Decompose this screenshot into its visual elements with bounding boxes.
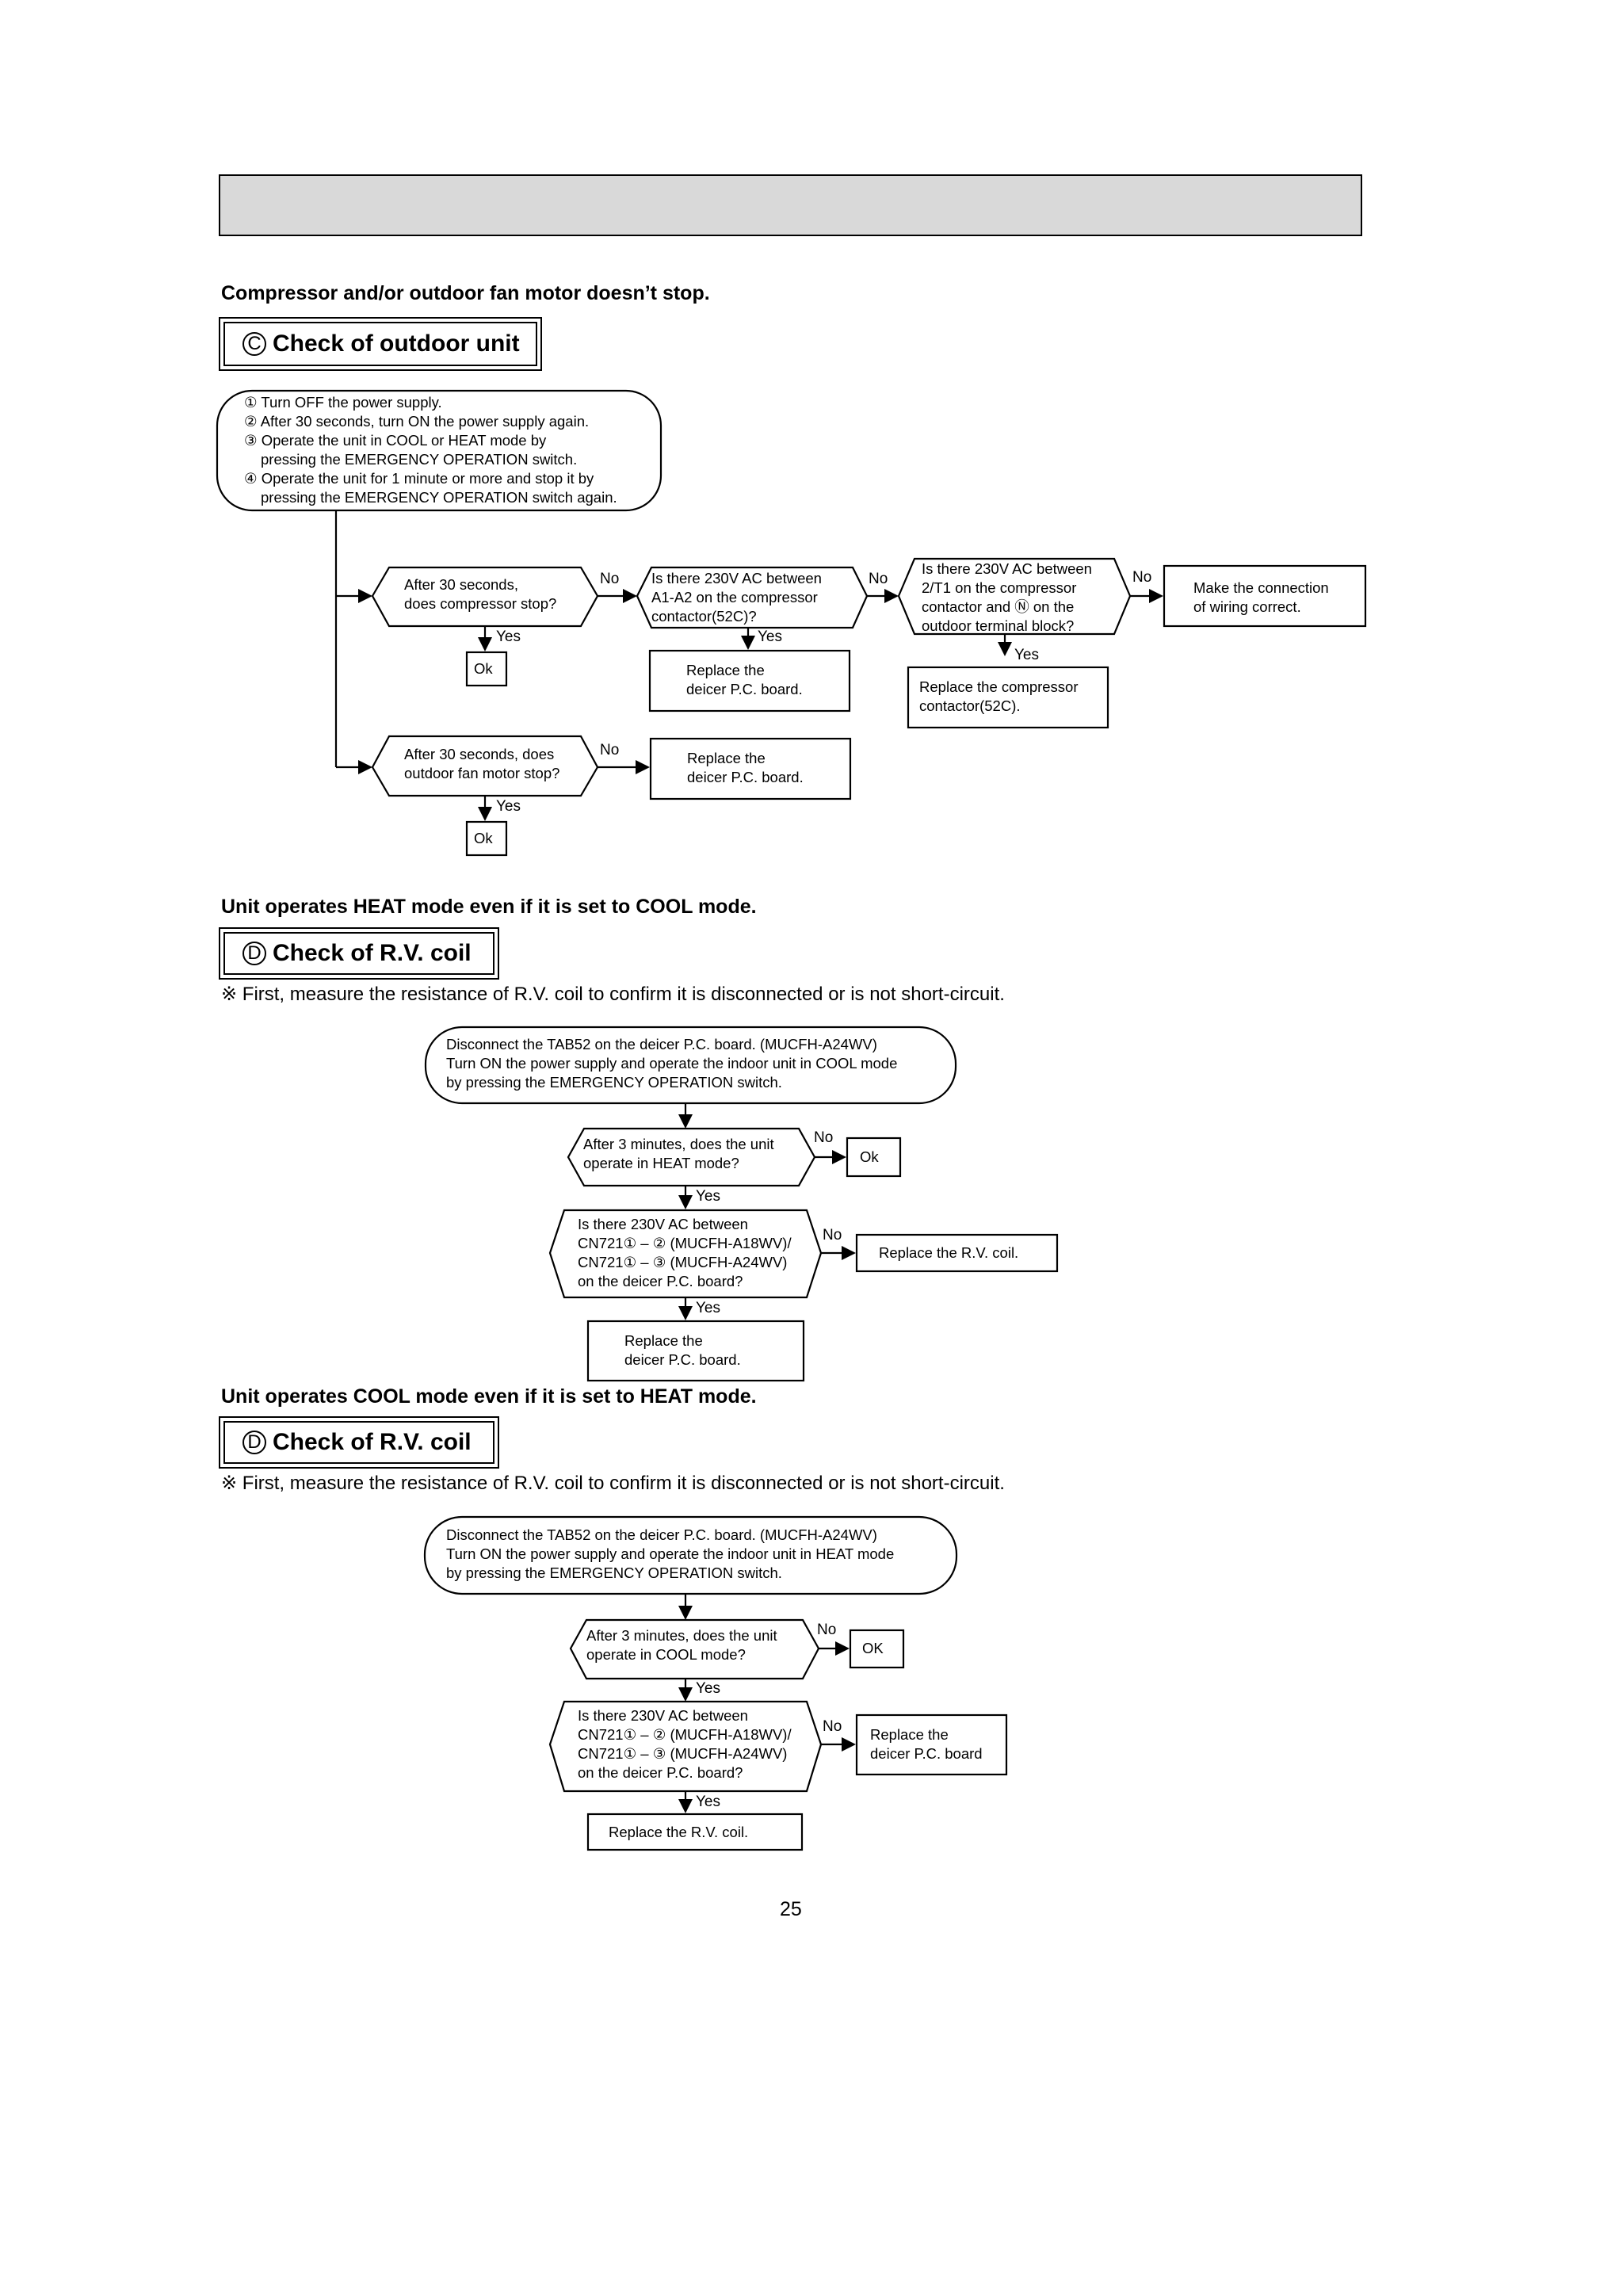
decision-compressor-stop-text: After 30 seconds, does compressor stop? <box>404 576 557 612</box>
result-ok-2-box <box>465 820 508 857</box>
section-d1-heading: Unit operates HEAT mode even if it is se… <box>221 896 757 918</box>
d2-result-replace-deicer-box <box>855 1713 1008 1776</box>
result-replace-contactor: Replace the compressor contactor(52C). <box>919 678 1079 714</box>
result-replace-deicer-1: Replace the deicer P.C. board. <box>686 662 803 697</box>
label-no: No <box>600 742 620 758</box>
section-d1-title: Check of R.V. coil <box>273 940 472 966</box>
label-no: No <box>823 1227 842 1244</box>
label-yes: Yes <box>758 628 782 645</box>
label-yes: Yes <box>1014 647 1039 663</box>
result-wiring: Make the connection of wiring correct. <box>1193 579 1329 615</box>
d1-result-ok: Ok <box>860 1148 879 1165</box>
label-yes: Yes <box>696 1300 720 1316</box>
decision-2t1-text: Is there 230V AC between 2/T1 on the com… <box>922 560 1092 634</box>
result-replace-deicer-1-box <box>648 649 851 712</box>
start-steps-text: ① Turn OFF the power supply. ② After 30 … <box>244 394 617 506</box>
decision-cool-mode-text: After 3 minutes, does the unit operate i… <box>586 1627 777 1663</box>
circled-letter-d: D <box>242 1431 266 1454</box>
page-number: 25 <box>780 1898 802 1920</box>
label-yes: Yes <box>696 1794 720 1810</box>
label-no: No <box>814 1129 834 1146</box>
section-d2-title-box: D Check of R.V. coil <box>219 1416 499 1469</box>
circled-letter-d: D <box>242 942 266 965</box>
label-no: No <box>823 1718 842 1735</box>
label-yes: Yes <box>496 628 521 645</box>
label-no: No <box>869 571 888 587</box>
section-c-title: Check of outdoor unit <box>273 330 520 357</box>
start-d2-text: Disconnect the TAB52 on the deicer P.C. … <box>446 1526 895 1581</box>
d1-result-replace-rv: Replace the R.V. coil. <box>879 1244 1019 1261</box>
result-ok-1: Ok <box>474 660 493 677</box>
d2-result-replace-rv-box <box>586 1813 804 1851</box>
header-band <box>219 174 1362 236</box>
result-wiring-box <box>1163 564 1367 628</box>
decision-cn721-d2-text: Is there 230V AC between CN721① – ② (MUC… <box>578 1707 792 1781</box>
d2-result-ok-box <box>849 1629 905 1669</box>
start-box-c <box>216 389 662 512</box>
d2-result-ok: OK <box>862 1640 884 1656</box>
section-d2-heading: Unit operates COOL mode even if it is se… <box>221 1385 757 1408</box>
circled-letter-c: C <box>242 332 266 356</box>
label-yes: Yes <box>496 798 521 815</box>
d1-result-replace-deicer-box <box>586 1320 805 1382</box>
section-d1-title-box: D Check of R.V. coil <box>219 927 499 980</box>
label-no: No <box>817 1622 837 1638</box>
start-box-d2 <box>423 1515 958 1595</box>
section-d1-note: ※ First, measure the resistance of R.V. … <box>221 984 1005 1005</box>
decision-a1a2-text: Is there 230V AC between A1-A2 on the co… <box>651 570 822 625</box>
result-replace-deicer-2-box <box>649 737 852 800</box>
d2-result-replace-deicer: Replace the deicer P.C. board <box>870 1726 983 1762</box>
label-no: No <box>1132 569 1152 586</box>
c-branch2-arrow <box>358 760 372 774</box>
section-d2-title: Check of R.V. coil <box>273 1429 472 1455</box>
result-ok-1-box <box>465 651 508 687</box>
label-yes: Yes <box>696 1680 720 1697</box>
c-branch1-arrow <box>358 589 372 603</box>
label-no: No <box>600 571 620 587</box>
result-replace-contactor-box <box>907 666 1109 729</box>
start-d1-text: Disconnect the TAB52 on the deicer P.C. … <box>446 1036 898 1091</box>
decision-heat-mode-text: After 3 minutes, does the unit operate i… <box>583 1136 774 1171</box>
section-c-title-box: C Check of outdoor unit <box>219 317 542 371</box>
result-ok-2: Ok <box>474 830 493 846</box>
d2-result-replace-rv: Replace the R.V. coil. <box>609 1824 749 1840</box>
start-box-d1 <box>424 1026 957 1105</box>
section-d2-note: ※ First, measure the resistance of R.V. … <box>221 1473 1005 1494</box>
d1-result-replace-rv-box <box>855 1233 1059 1273</box>
decision-cn721-d1-text: Is there 230V AC between CN721① – ② (MUC… <box>578 1216 792 1289</box>
result-replace-deicer-2: Replace the deicer P.C. board. <box>687 750 804 785</box>
section-c-heading: Compressor and/or outdoor fan motor does… <box>221 282 710 304</box>
d1-result-replace-deicer: Replace the deicer P.C. board. <box>624 1332 741 1368</box>
d1-result-ok-box <box>846 1137 902 1178</box>
label-yes: Yes <box>696 1188 720 1205</box>
decision-fan-stop-text: After 30 seconds, does outdoor fan motor… <box>404 746 560 781</box>
